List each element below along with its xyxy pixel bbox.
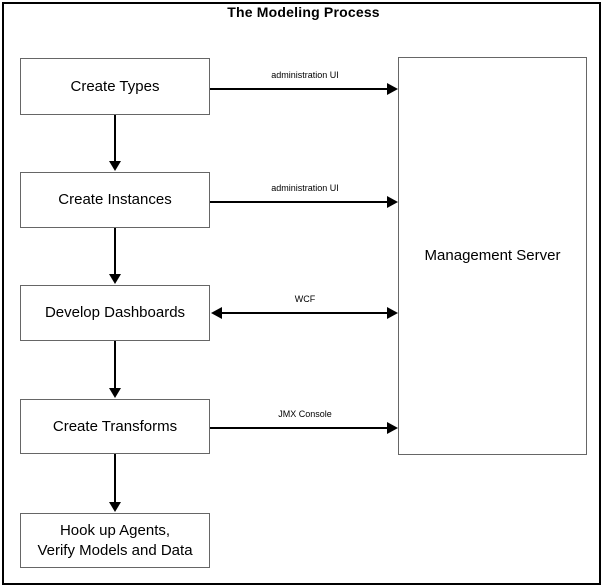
- connector-create-transforms-to-server: [210, 427, 390, 429]
- connector-develop-dashboards-to-server: [222, 312, 390, 314]
- node-create-types[interactable]: Create Types: [20, 58, 210, 115]
- node-create-transforms[interactable]: Create Transforms: [20, 399, 210, 454]
- edge-label-wcf: WCF: [294, 294, 316, 304]
- node-label: Hook up Agents, Verify Models and Data: [37, 522, 193, 559]
- arrow-right-icon: [387, 196, 398, 208]
- node-label: Create Instances: [58, 191, 172, 209]
- arrow-right-icon: [387, 83, 398, 95]
- arrow-right-icon: [387, 422, 398, 434]
- arrow-down-icon: [109, 388, 121, 398]
- connector-develop-dashboards-to-create-transforms: [114, 341, 116, 390]
- node-hook-up-agents[interactable]: Hook up Agents, Verify Models and Data: [20, 513, 210, 568]
- connector-create-transforms-to-hook-up-agents: [114, 454, 116, 504]
- connector-create-types-to-create-instances: [114, 115, 116, 163]
- edge-label-administration-ui-1: administration UI: [271, 70, 339, 80]
- node-label: Management Server: [424, 247, 561, 265]
- arrow-down-icon: [109, 274, 121, 284]
- node-label: Create Transforms: [52, 417, 178, 435]
- connector-create-instances-to-server: [210, 201, 390, 203]
- arrow-right-icon: [387, 307, 398, 319]
- connector-create-instances-to-develop-dashboards: [114, 228, 116, 276]
- connector-create-types-to-server: [210, 88, 390, 90]
- edge-label-administration-ui-2: administration UI: [271, 183, 339, 193]
- arrow-down-icon: [109, 502, 121, 512]
- node-label: Create Types: [70, 77, 160, 95]
- edge-label-jmx-console: JMX Console: [278, 409, 332, 419]
- arrow-left-icon: [211, 307, 222, 319]
- node-develop-dashboards[interactable]: Develop Dashboards: [20, 285, 210, 341]
- node-management-server[interactable]: Management Server: [398, 57, 587, 455]
- diagram-title: The Modeling Process: [227, 4, 380, 20]
- arrow-down-icon: [109, 161, 121, 171]
- node-create-instances[interactable]: Create Instances: [20, 172, 210, 228]
- node-label: Develop Dashboards: [44, 304, 186, 322]
